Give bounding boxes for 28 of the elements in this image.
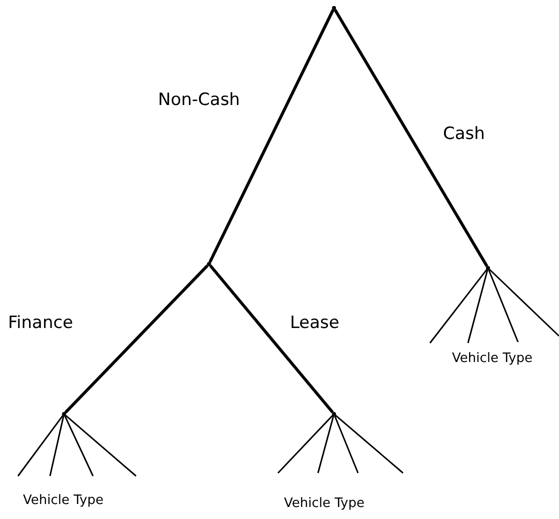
junction-point [207,262,211,266]
edge-label: Lease [290,315,340,332]
tree-branch [208,9,334,263]
junction-point [62,412,66,416]
tree-branch [209,264,334,414]
branch-line [335,414,404,474]
branch-line [334,416,359,474]
branch-line [64,416,94,476]
leaf-label: Vehicle Type [284,497,364,510]
edge-label: Finance [8,315,74,332]
junction-point [332,412,336,416]
tree-branch [334,8,488,268]
leaf-label: Vehicle Type [452,352,532,365]
branch-line [429,269,488,344]
branch-line [65,414,136,477]
junction-point [486,266,490,270]
branch-line [488,270,519,342]
branch-line [277,414,334,474]
edge-label: Cash [443,126,485,143]
branch-line [49,416,64,476]
edge-label: Non-Cash [158,92,240,109]
junction-point [332,6,336,10]
tree-branch [64,264,209,414]
branch-line [317,416,334,474]
branch-line [17,415,64,476]
branch-line [467,270,488,344]
branch-line [488,268,559,337]
leaf-label: Vehicle Type [23,494,104,507]
